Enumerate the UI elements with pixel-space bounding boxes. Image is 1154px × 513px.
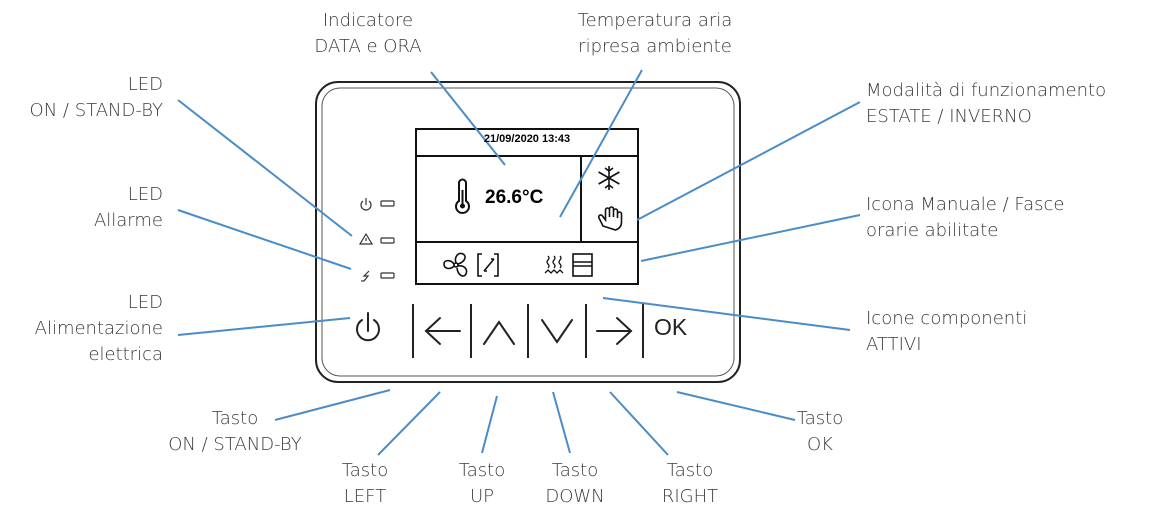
thermometer-icon <box>455 178 470 214</box>
lcd-screen <box>415 128 639 285</box>
fan-icon <box>443 252 468 277</box>
bypass-icon <box>477 253 499 277</box>
led-alimentazione <box>361 270 395 282</box>
filter-panel-icon <box>572 253 593 277</box>
snowflake-icon <box>598 166 620 190</box>
device-inner-edge <box>321 87 735 377</box>
left-arrow-button[interactable] <box>424 317 461 345</box>
up-arrow-button[interactable] <box>483 320 515 345</box>
led-allarme <box>358 232 395 245</box>
temperature-display: 26.6°C <box>485 187 544 208</box>
leader-lines <box>177 69 861 456</box>
heater-icon <box>544 255 564 274</box>
right-arrow-button[interactable] <box>596 317 633 345</box>
power-button[interactable] <box>356 312 380 342</box>
led-on-standby <box>360 198 395 211</box>
ok-button[interactable]: OK <box>654 314 688 340</box>
down-arrow-button[interactable] <box>541 319 573 344</box>
datetime-display: 21/09/2020 13:43 <box>483 133 571 145</box>
hand-icon <box>597 206 623 231</box>
device-body <box>315 81 741 383</box>
button-separators <box>412 304 644 358</box>
